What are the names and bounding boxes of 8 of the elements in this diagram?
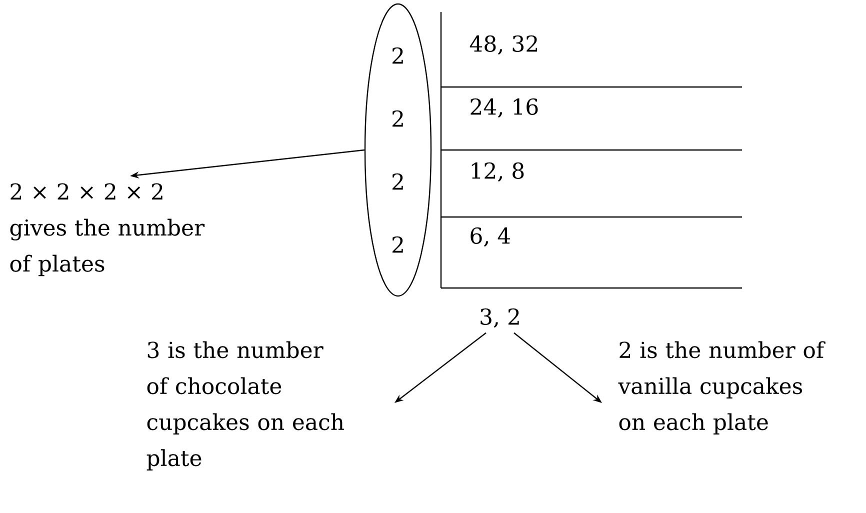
table-cell: 12, 8 xyxy=(472,162,524,182)
table-cell: 6, 4 xyxy=(470,227,510,247)
note-text: 2 is the number of vanilla cupcakes on each plate xyxy=(618,341,826,434)
note-text: 3 is the number of chocolate cupcakes on each plate xyxy=(146,341,344,470)
table-cell: 24, 16 xyxy=(470,98,538,118)
note-text: 3, 2 xyxy=(480,308,519,328)
table-cell: 48, 32 xyxy=(470,35,537,55)
note-text: 2 × 2 × 2 × 2 gives the number of plates xyxy=(10,183,205,276)
